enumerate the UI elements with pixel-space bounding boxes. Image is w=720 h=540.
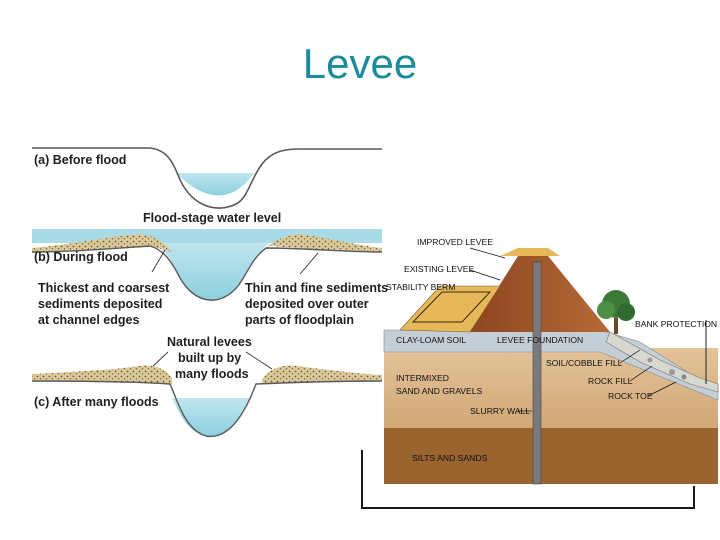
berm-outline: [411, 291, 492, 323]
levee-cross-section: IMPROVED LEVEE EXISTING LEVEE STABILITY …: [361, 237, 719, 509]
stability-berm-label: STABILITY BERM: [386, 282, 455, 292]
intermixed-line-2: SAND AND GRAVELS: [396, 386, 483, 396]
thick-sediments-line-2: sediments deposited: [38, 297, 162, 311]
thin-sediments-line-3: parts of floodplain: [245, 313, 354, 327]
natural-levees-line-3: many floods: [175, 367, 249, 381]
bank-protection-label: BANK PROTECTION: [635, 319, 717, 329]
improved-levee-label: IMPROVED LEVEE: [417, 237, 493, 247]
slurry-wall-label: SLURRY WALL: [470, 406, 530, 416]
thin-sediments-line-2: deposited over outer: [245, 297, 369, 311]
rock-3: [647, 357, 653, 363]
sediment-deposit-right: [262, 234, 382, 252]
rock-1: [669, 369, 675, 375]
stability-berm: [399, 285, 501, 333]
clay-loam-label: CLAY-LOAM SOIL: [396, 335, 466, 345]
soil-cobble-fill-label: SOIL/COBBLE FILL: [546, 358, 623, 368]
stage-a-label: (a) Before flood: [34, 153, 126, 167]
stage-c-ground-line: [31, 380, 383, 438]
stage-b-channel-water: [150, 243, 270, 301]
tree-trunk: [614, 318, 618, 334]
thin-sediments-line-1: Thin and fine sediments: [245, 281, 388, 295]
thick-sediment-pointer: [151, 249, 166, 273]
rock-toe-pointer: [647, 381, 677, 397]
stage-c-channel-water: [172, 398, 250, 437]
slurry-wall: [532, 261, 542, 485]
tree-canopy-3: [617, 303, 635, 321]
intermixed-line-1: INTERMIXED: [396, 373, 449, 383]
stage-a-water: [176, 173, 254, 196]
rock-fill-slope: [605, 331, 719, 393]
tree-canopy-2: [597, 301, 615, 319]
natural-levee-right: [262, 365, 382, 384]
stage-b-ground-line: [31, 245, 383, 301]
rock-2: [681, 374, 687, 380]
existing-levee-pointer: [469, 269, 501, 281]
improved-levee-pointer: [469, 247, 506, 259]
rock-fill-label: ROCK FILL: [588, 376, 633, 386]
stage-c-panel: Natural levees built up by many floods (…: [31, 335, 383, 438]
thick-sediments-line-1: Thickest and coarsest: [38, 281, 170, 295]
thick-sediments-line-3: at channel edges: [38, 313, 139, 327]
existing-levee-label: EXISTING LEVEE: [404, 264, 474, 274]
natural-levees-line-2: built up by: [178, 351, 241, 365]
scope-bracket: [361, 450, 695, 509]
rock-fill-pointer: [629, 365, 653, 382]
water-level-label: Flood-stage water level: [143, 211, 281, 225]
levee-pointer-right: [245, 351, 273, 370]
stage-b-label: (b) During flood: [34, 250, 128, 264]
natural-levee-left: [32, 365, 172, 384]
natural-levees-line-1: Natural levees: [167, 335, 252, 349]
stage-c-label: (c) After many floods: [34, 395, 159, 409]
thin-sediment-pointer: [299, 252, 319, 275]
stage-b-panel: (b) During flood Thickest and coarsest s…: [31, 229, 388, 327]
stage-a-panel: (a) Before flood: [32, 147, 382, 209]
sediment-deposit-left: [32, 234, 172, 252]
silts-sands-layer: [384, 428, 718, 484]
soil-cobble-pointer: [619, 349, 641, 364]
slide-title: Levee: [302, 40, 418, 87]
improved-levee-cap: [500, 248, 560, 256]
stage-a-ground-line: [32, 147, 382, 209]
rock-toe-label: ROCK TOE: [608, 391, 653, 401]
silts-sands-label: SILTS AND SANDS: [412, 453, 488, 463]
levee-foundation-label: LEVEE FOUNDATION: [497, 335, 583, 345]
